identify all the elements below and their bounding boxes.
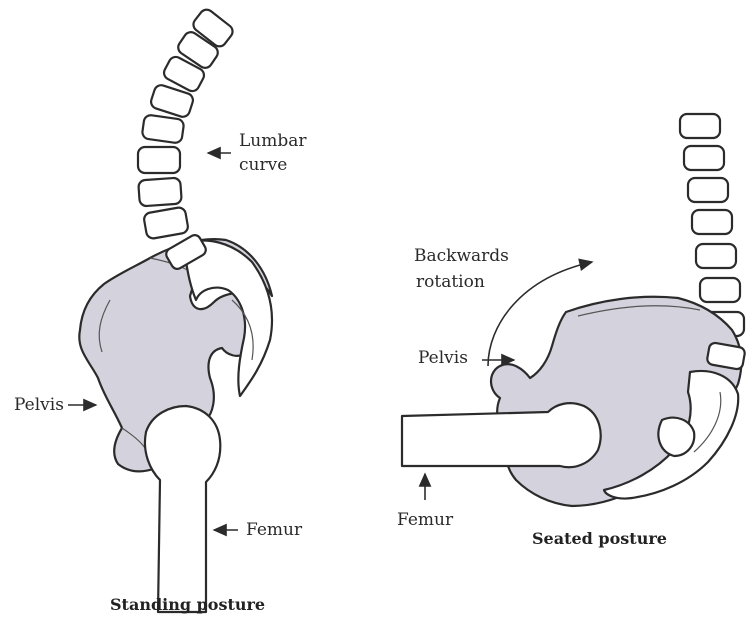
seated-posture-caption: Seated posture bbox=[532, 529, 667, 548]
lumbar-curve-label-1: Lumbar bbox=[239, 131, 307, 152]
backwards-rotation-label-1: Backwards bbox=[414, 246, 509, 267]
standing-pelvis-label: Pelvis bbox=[14, 395, 64, 416]
standing-femur-label: Femur bbox=[246, 520, 302, 541]
standing-spine bbox=[138, 7, 235, 240]
seated-pelvis bbox=[491, 297, 746, 506]
standing-femur bbox=[145, 406, 220, 612]
lumbar-curve-label-2: curve bbox=[239, 155, 287, 176]
seated-pelvis-label: Pelvis bbox=[418, 348, 468, 369]
seated-femur-label: Femur bbox=[397, 510, 453, 531]
seated-femur bbox=[402, 403, 601, 467]
standing-posture-caption: Standing posture bbox=[110, 595, 265, 614]
backwards-rotation-label-2: rotation bbox=[416, 272, 485, 293]
